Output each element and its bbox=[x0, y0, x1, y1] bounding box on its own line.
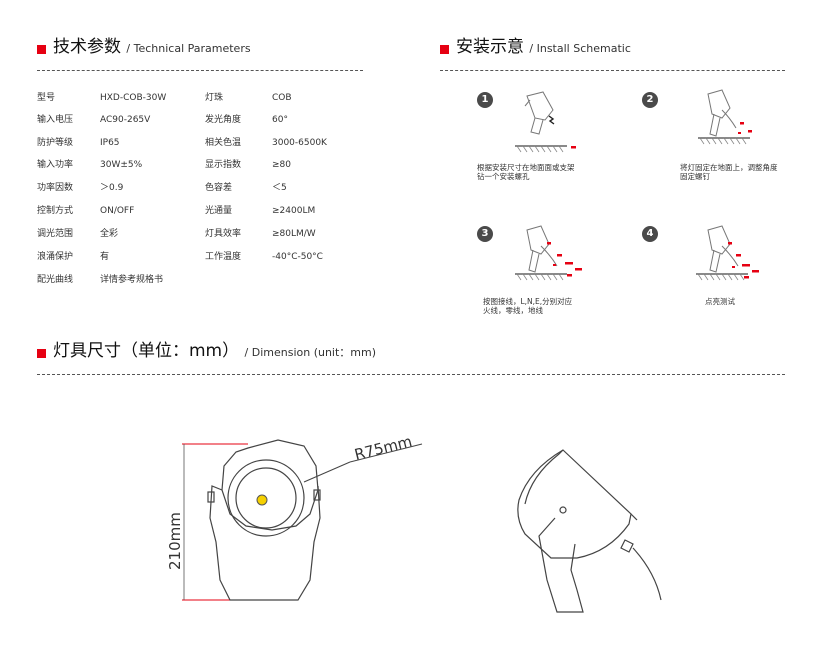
spec-value: ≥2400LM bbox=[272, 206, 316, 216]
spec-value: COB bbox=[272, 93, 292, 103]
spec-value: ＞0.9 bbox=[100, 183, 124, 193]
section-marker bbox=[440, 45, 449, 54]
install-step-caption: 点亮测试 bbox=[690, 297, 750, 306]
dimension-title-cn: 灯具尺寸（单位：mm） bbox=[53, 341, 240, 361]
radius-dimension-label: R75mm bbox=[353, 432, 414, 464]
spec-value: ON/OFF bbox=[100, 206, 135, 216]
install-step-1-illustration bbox=[515, 91, 576, 153]
install-title-cn: 安装示意 bbox=[456, 37, 524, 57]
spec-label: 工作温度 bbox=[205, 252, 242, 262]
caption-line: 钻一个安装螺孔 bbox=[477, 172, 530, 181]
spec-label: 控制方式 bbox=[37, 206, 74, 216]
dimension-section-title: 灯具尺寸（单位：mm） / Dimension (unit：mm) bbox=[53, 341, 376, 363]
install-step-caption: 根据安装尺寸在地面面或支架 钻一个安装螺孔 bbox=[477, 163, 575, 181]
dimension-title-en: / Dimension (unit：mm) bbox=[244, 346, 377, 359]
caption-line: 火线，零线，地线 bbox=[483, 306, 543, 315]
spec-value: 有 bbox=[100, 252, 110, 262]
spec-value: ≥80LM/W bbox=[272, 229, 316, 239]
install-title-en: / Install Schematic bbox=[529, 42, 631, 55]
spec-label: 型号 bbox=[37, 93, 56, 103]
caption-line: 固定螺钉 bbox=[680, 172, 710, 181]
spec-label: 输入功率 bbox=[37, 160, 74, 170]
tech-divider bbox=[37, 70, 363, 71]
lamp-side-view-drawing bbox=[517, 449, 662, 613]
spec-label: 浪涌保护 bbox=[37, 252, 74, 262]
caption-line: 按图接线，L,N,E,分别对应 bbox=[483, 297, 573, 306]
spec-value: 60° bbox=[272, 115, 288, 125]
install-divider bbox=[440, 70, 785, 71]
spec-label: 防护等级 bbox=[37, 138, 74, 148]
spec-value: ≥80 bbox=[272, 160, 291, 170]
spec-label: 色容差 bbox=[205, 183, 233, 193]
tech-title-en: / Technical Parameters bbox=[126, 42, 251, 55]
lamp-front-view-drawing: R75mm 210mm bbox=[166, 432, 423, 601]
caption-line: 将灯固定在地面上，调整角度 bbox=[680, 163, 778, 172]
step-number-badge: 4 bbox=[642, 226, 658, 242]
spec-label: 灯珠 bbox=[205, 93, 224, 103]
tech-title-cn: 技术参数 bbox=[53, 37, 121, 57]
spec-label: 功率因数 bbox=[37, 183, 74, 193]
spec-value: -40°C-50°C bbox=[272, 252, 323, 262]
spec-label: 调光范围 bbox=[37, 229, 74, 239]
spec-label: 输入电压 bbox=[37, 115, 74, 125]
caption-line: 点亮测试 bbox=[705, 297, 735, 306]
spec-label: 灯具效率 bbox=[205, 229, 242, 239]
spec-value: 详情参考规格书 bbox=[100, 275, 164, 285]
install-step-3-illustration bbox=[515, 225, 582, 281]
step-number-badge: 3 bbox=[477, 226, 493, 242]
height-dimension-label: 210mm bbox=[166, 512, 184, 570]
spec-value: AC90-265V bbox=[100, 115, 151, 125]
caption-line: 根据安装尺寸在地面面或支架 bbox=[477, 163, 575, 172]
spec-label: 光通量 bbox=[205, 206, 233, 216]
spec-label: 配光曲线 bbox=[37, 275, 74, 285]
spec-label: 相关色温 bbox=[205, 138, 242, 148]
install-step-caption: 将灯固定在地面上，调整角度 固定螺钉 bbox=[680, 163, 778, 181]
install-section-title: 安装示意 / Install Schematic bbox=[456, 37, 631, 59]
spec-label: 显示指数 bbox=[205, 160, 242, 170]
install-step-caption: 按图接线，L,N,E,分别对应 火线，零线，地线 bbox=[483, 297, 572, 315]
spec-label: 发光角度 bbox=[205, 115, 242, 125]
dimension-divider bbox=[37, 374, 785, 375]
spec-value: ＜5 bbox=[272, 183, 287, 193]
install-step-4-illustration bbox=[696, 225, 759, 281]
spec-value: 30W±5% bbox=[100, 160, 143, 170]
spec-value: 全彩 bbox=[100, 229, 119, 239]
section-marker bbox=[37, 349, 46, 358]
step-number-badge: 1 bbox=[477, 92, 493, 108]
step-number-badge: 2 bbox=[642, 92, 658, 108]
spec-value: HXD-COB-30W bbox=[100, 93, 167, 103]
spec-value: 3000-6500K bbox=[272, 138, 327, 148]
tech-section-title: 技术参数 / Technical Parameters bbox=[53, 37, 251, 59]
install-step-2-illustration bbox=[698, 89, 752, 145]
section-marker bbox=[37, 45, 46, 54]
spec-value: IP65 bbox=[100, 138, 120, 148]
